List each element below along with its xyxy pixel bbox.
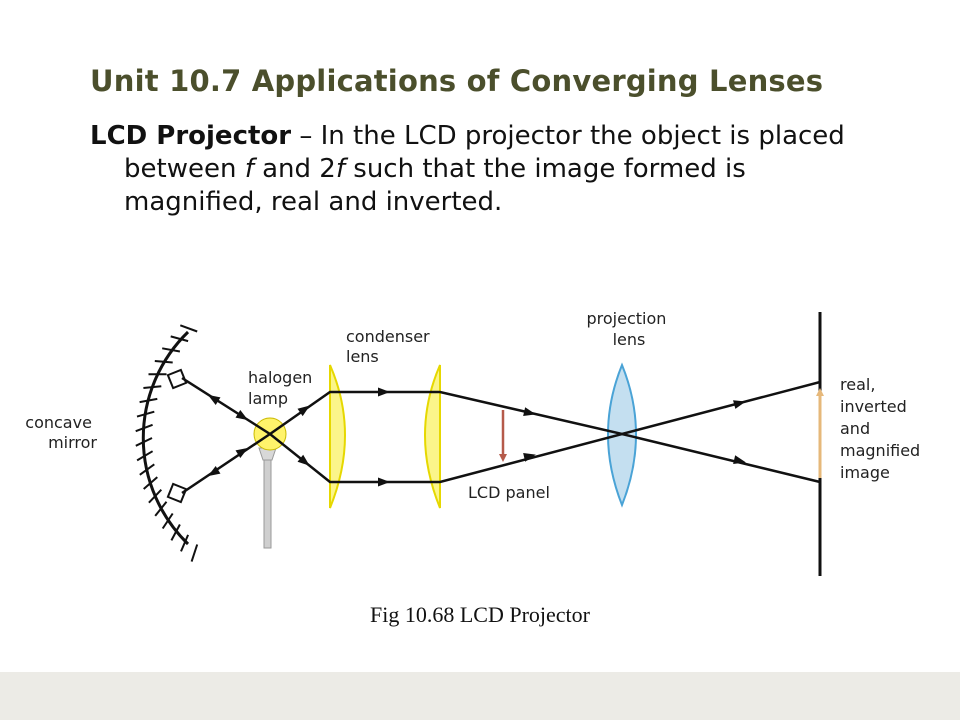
mirror-hatch-tick (154, 501, 168, 517)
mirror-hatch-tick (179, 324, 198, 333)
ray-arrow-icon (523, 407, 536, 417)
mirror-hatch-tick (136, 410, 155, 418)
label-lcd-panel: LCD panel (468, 483, 550, 502)
ray-arrow-icon (378, 477, 390, 487)
mirror-hatch-tick (135, 437, 153, 447)
body-symbol-f: f (244, 154, 254, 184)
ray-arrow-icon (297, 454, 310, 466)
mirror-hatch-tick (180, 534, 190, 552)
label-image: real, inverted and magnified image (840, 375, 925, 482)
ray-arrow-icon (733, 400, 746, 409)
label-concave-mirror: concave mirror (25, 413, 97, 452)
mirror-hatch-tick (162, 347, 181, 353)
ray-arrow-icon (523, 452, 536, 462)
ray-arrow-icon (378, 387, 390, 397)
mirror-hatch-tick (161, 512, 174, 530)
body-text-2: and 2 (253, 154, 336, 184)
mirror-normal-marker-bottom (166, 482, 188, 504)
halogen-lamp (253, 417, 287, 549)
condenser-lens-1 (329, 364, 346, 509)
ray-arrow-icon (207, 394, 221, 405)
body-symbol-2f: f (335, 154, 346, 184)
mirror-hatch-tick (139, 397, 158, 404)
lamp-stand (263, 451, 272, 549)
mirror-arc (141, 330, 190, 546)
label-condenser-lens: condenser lens (346, 327, 435, 366)
ray-arrow-icon (235, 447, 249, 458)
body-text-1: – In the LCD projector the object is pla… (124, 121, 845, 184)
ray-arrowheads (207, 387, 746, 487)
condenser-lens-2 (424, 364, 441, 509)
mirror-hatching (135, 324, 199, 562)
mirror-hatch-tick (154, 360, 173, 364)
ray-arrow-icon (207, 466, 221, 477)
mirror-normal-marker-top (166, 368, 188, 390)
mirror-hatch-tick (170, 335, 189, 343)
ray-arrow-icon (733, 455, 746, 465)
mirror-hatch-tick (143, 385, 162, 389)
mirror-hatch-tick (139, 463, 155, 476)
footer-band (0, 672, 960, 720)
slide-title: Unit 10.7 Applications of Converging Len… (90, 64, 824, 98)
ray-arrow-icon (235, 410, 249, 421)
mirror-hatch-tick (135, 423, 153, 433)
mirror-hatch-tick (170, 524, 181, 541)
label-projection-lens: projection lens (587, 309, 672, 349)
mirror-hatch-tick (190, 544, 199, 562)
ray-arrow-icon (297, 405, 310, 417)
body-paragraph: LCD Projector – In the LCD projector the… (90, 120, 884, 219)
concave-mirror (135, 324, 199, 562)
mirror-hatch-tick (136, 450, 154, 462)
mirror-hatch-tick (148, 489, 163, 504)
figure-caption: Fig 10.68 LCD Projector (370, 602, 590, 627)
body-term: LCD Projector (90, 121, 292, 151)
label-halogen-lamp: halogen lamp (248, 368, 317, 408)
mirror-hatch-tick (143, 476, 158, 490)
body-text-3: such that the image formed is magnified,… (124, 154, 746, 217)
